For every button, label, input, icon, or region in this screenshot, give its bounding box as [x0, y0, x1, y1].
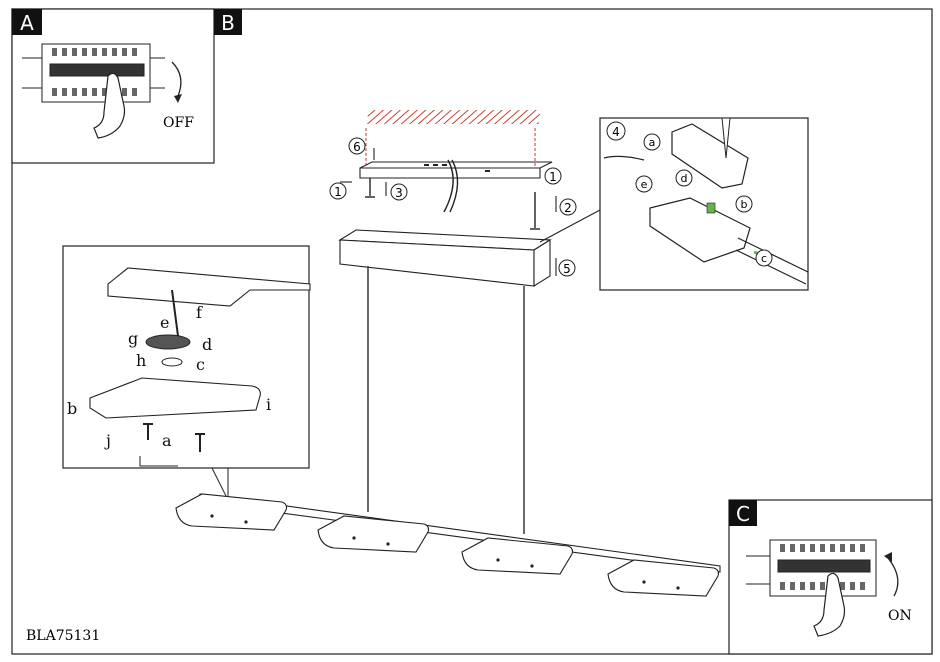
wiring-letter-c: c: [761, 252, 767, 265]
panel-a: A OFF: [11, 8, 215, 164]
screwdriver-icon: [721, 117, 731, 159]
fixing-letter-i: i: [266, 395, 271, 414]
wiring-letter-e: e: [641, 178, 648, 191]
lamp-shade-1: [175, 493, 288, 531]
step-marker-1-alt: 1: [544, 167, 562, 185]
terminal-green-wire: [706, 202, 716, 214]
supply-cable: [735, 237, 809, 285]
step-marker-6: 6: [348, 137, 366, 155]
suspension-wires: [367, 266, 525, 534]
step-marker-2: 2: [559, 198, 577, 216]
panel-b-tag: B: [221, 11, 235, 35]
fixing-bar: [107, 267, 311, 307]
fixing-letter-e: e: [160, 313, 169, 332]
fixing-letter-g: g: [128, 329, 138, 348]
product-code: BLA75131: [26, 628, 100, 644]
lamp-shade-2: [317, 515, 430, 553]
svg-text:5: 5: [563, 262, 571, 276]
fixing-disc: [145, 334, 191, 350]
fixing-letter-c: c: [196, 355, 205, 374]
panel-c: C ON: [728, 499, 933, 655]
panel-c-tag: C: [736, 502, 750, 526]
fixing-letter-j: j: [104, 431, 111, 450]
wiring-letter-b: b: [741, 198, 748, 211]
lamp-body: [175, 493, 721, 597]
svg-text:2: 2: [564, 201, 572, 215]
ceiling-hatch: [366, 110, 541, 124]
fixing-letter-b: b: [67, 399, 77, 418]
page-border: [11, 8, 933, 655]
wiring-detail: 4 a b c d e: [539, 117, 809, 291]
lamp-shade-3: [461, 537, 574, 575]
step-marker-3: 3: [390, 183, 408, 201]
breaker-panel-icon: [22, 43, 165, 103]
fixing-detail: b c d e f g h i j a: [62, 245, 311, 501]
step-marker-5: 5: [558, 259, 576, 277]
fixing-letter-d: d: [202, 335, 212, 354]
panel-a-switch-label: OFF: [163, 115, 194, 131]
svg-text:6: 6: [353, 140, 361, 154]
breaker-panel-on-icon: [746, 539, 877, 597]
panel-c-tag-box: [729, 500, 757, 526]
svg-text:3: 3: [395, 186, 403, 200]
panel-b-tag-box: [214, 9, 242, 35]
step-marker-4: 4: [612, 125, 620, 139]
fixing-nut: [161, 357, 183, 367]
wiring-letter-a: a: [649, 136, 656, 149]
screw-right-icon: [530, 192, 540, 230]
panel-a-tag-box: [12, 9, 42, 35]
fixing-screws: [143, 423, 205, 452]
panel-c-switch-label: ON: [888, 608, 912, 624]
canopy-box: [338, 229, 552, 287]
hand-on-icon: [813, 572, 846, 637]
svg-text:1: 1: [549, 170, 557, 184]
rotate-off-arrow-icon: [171, 61, 182, 97]
fixing-plate: [89, 377, 261, 419]
ceiling-mount: [340, 110, 557, 276]
screw-left-icon: [365, 178, 375, 198]
rotate-on-arrow-icon: [887, 557, 899, 597]
hand-icon: [93, 72, 126, 139]
wiring-letter-d: d: [681, 172, 688, 185]
power-cable: [443, 159, 459, 213]
step-marker-1: 1: [329, 182, 347, 200]
svg-text:1: 1: [334, 185, 342, 199]
fixing-letter-f: f: [196, 303, 203, 322]
lamp-shade-4: [607, 559, 720, 597]
terminal-block: [649, 197, 751, 263]
fixing-letter-h: h: [136, 351, 146, 370]
terminal-cover: [671, 123, 749, 189]
fixing-letter-a: a: [162, 431, 172, 450]
panel-a-tag: A: [20, 11, 34, 35]
pliers-icon: [603, 155, 645, 161]
